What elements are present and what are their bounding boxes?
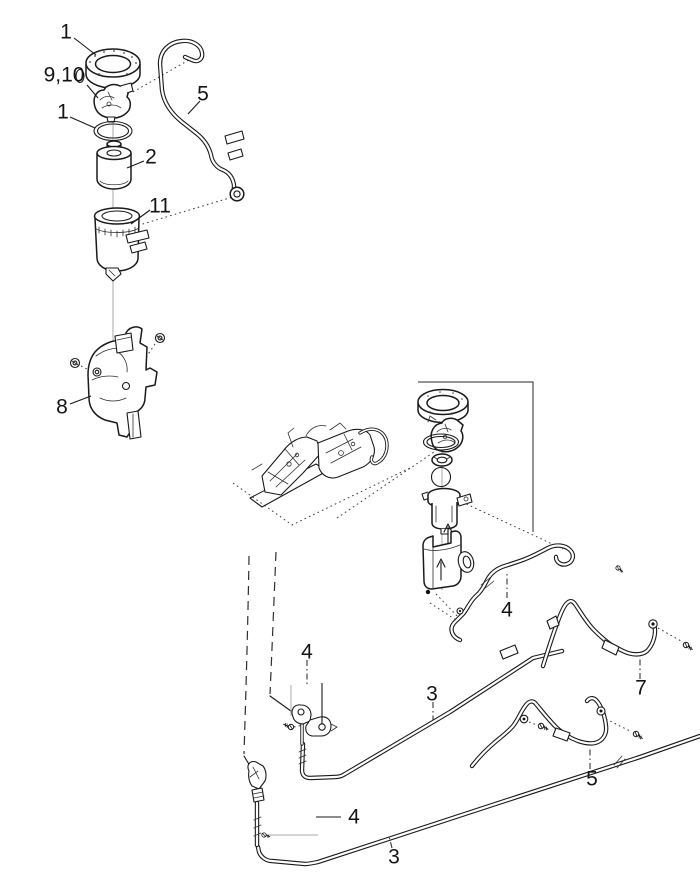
callout-reservoir: 11 [149, 195, 171, 218]
fuel-supply-line-lower [253, 736, 700, 864]
callout-valve-fitting: 4 [348, 806, 360, 829]
screw-icon [537, 722, 550, 732]
fuel-pump-module-ghost-assembly [249, 422, 389, 508]
screw-icon [614, 564, 626, 574]
fuel-supply-line-upper [298, 644, 562, 778]
bracket-screw-left [69, 357, 81, 369]
screw-icon [681, 640, 695, 652]
seal-ring-right [431, 453, 453, 467]
callout-line-mid: 4 [501, 599, 513, 622]
cam-lock-ring-right [417, 388, 469, 424]
callout-filter: 2 [145, 146, 157, 169]
callout-bracket: 8 [56, 396, 68, 419]
callout-o-ring: 1 [57, 101, 69, 124]
callout-hose-lower: 5 [586, 768, 598, 791]
callout-line-3-upper: 3 [426, 683, 438, 706]
mounting-bracket [69, 326, 166, 440]
o-ring-right [422, 433, 460, 451]
fuel-filter-element [96, 140, 132, 190]
fuel-line-right [543, 601, 695, 666]
spacer-ring-ghost [430, 466, 452, 488]
seal-washer [75, 68, 85, 84]
screw-icon [631, 729, 645, 741]
axis-lines [112, 58, 443, 836]
reference-frame-line [418, 381, 534, 532]
fuel-hose-lower-right [472, 698, 645, 766]
quick-connector [282, 683, 338, 746]
callout-leaders [69, 37, 641, 849]
bracket-screw-right [154, 332, 166, 344]
callout-lock-ring: 1 [60, 21, 72, 44]
reservoir-cup [93, 207, 150, 282]
fuel-pump-body [421, 487, 473, 546]
rollover-valve-fitting [247, 761, 272, 839]
ring-stipple [89, 50, 137, 78]
callout-pump-head: 9,10 [44, 64, 85, 87]
callout-labels: 1 9,10 1 2 11 5 8 4 7 4 3 5 4 3 [44, 21, 647, 869]
fuel-tube-upper [160, 41, 245, 202]
fuel-pump-head [93, 82, 134, 123]
callout-tube-upper: 5 [197, 83, 209, 106]
cam-lock-ring-top [75, 48, 141, 89]
callout-connector: 4 [301, 641, 313, 664]
screw-icon [282, 722, 295, 731]
callout-line-right: 7 [635, 677, 647, 700]
callout-line-3-lower: 3 [388, 846, 400, 869]
fuel-line-mid [452, 546, 573, 640]
phantom-construction-lines [125, 56, 564, 767]
pump-bracket-cup [422, 530, 475, 595]
